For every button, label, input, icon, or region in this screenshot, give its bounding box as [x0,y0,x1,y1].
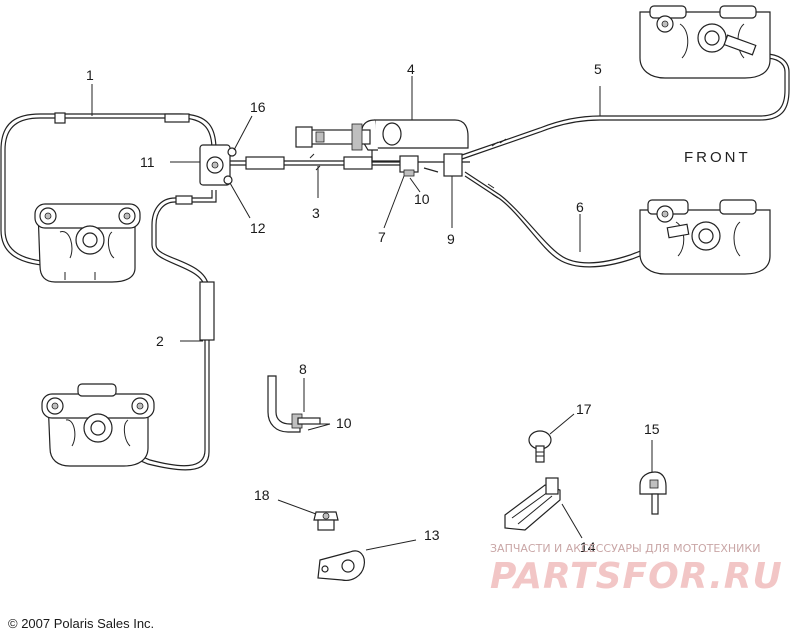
brake-line-2 [114,190,213,467]
bolt-18 [313,511,339,531]
callout-13: 13 [424,527,440,543]
front-label: FRONT [684,149,751,166]
caliper-right-upper [639,5,771,79]
callout-10-top: 10 [414,191,430,207]
callout-6: 6 [576,199,584,215]
clip-15 [639,471,667,515]
bracket-14 [504,477,561,531]
brake-line-1 [4,117,213,263]
master-cylinder [295,119,470,177]
callout-17: 17 [576,401,592,417]
callout-16: 16 [250,99,266,115]
callout-1: 1 [86,67,94,83]
watermark-tagline: ЗАПЧАСТИ И АКСЕССУАРЫ ДЛЯ МОТОТЕХНИКИ [490,542,760,555]
callout-9: 9 [447,231,455,247]
callout-10-bottom: 10 [336,415,352,431]
callout-3: 3 [312,205,320,221]
callout-18: 18 [254,487,270,503]
callout-12: 12 [250,220,266,236]
callout-5: 5 [594,61,602,77]
clamp-13 [317,550,365,581]
leader-lines [91,76,653,551]
callout-8: 8 [299,361,307,377]
caliper-rear [41,383,155,467]
callout-14: 14 [580,539,596,555]
callout-7: 7 [378,229,386,245]
copyright-text: © 2007 Polaris Sales Inc. [8,616,154,631]
callout-15: 15 [644,421,660,437]
junction-block [199,144,237,186]
bolt-17 [528,430,552,463]
caliper-right-lower [639,199,771,275]
brake-line-5 [461,57,786,156]
caliper-left [34,203,141,283]
callout-11: 11 [140,154,155,170]
callout-2: 2 [156,333,164,349]
watermark-brand: PARTSFOR.RU [490,556,783,597]
brake-line-6 [464,171,691,264]
callout-4: 4 [407,61,415,77]
